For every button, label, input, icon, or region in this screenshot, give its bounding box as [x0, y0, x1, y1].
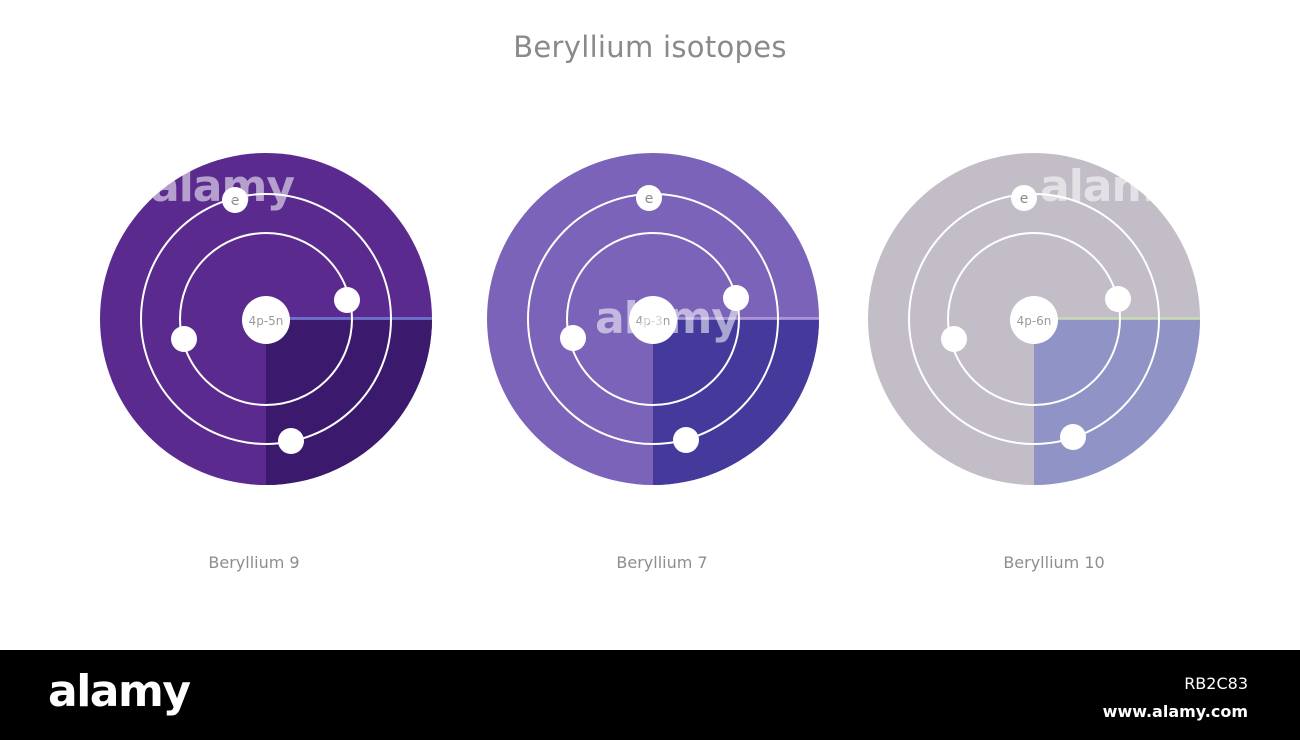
glare-line [266, 317, 432, 320]
diagram-title: Beryllium isotopes [513, 30, 787, 64]
footer-logo: alamy [48, 666, 191, 717]
electron [1105, 286, 1131, 312]
nucleus [242, 296, 290, 344]
electron [334, 287, 360, 313]
electron [673, 427, 699, 453]
atom-beryllium-9: 4p-5n e alamy [100, 153, 432, 485]
image-id: RB2C83 [1184, 674, 1248, 693]
electron-label: e [1020, 191, 1029, 207]
nucleus-label: 4p-3n [636, 314, 671, 328]
glare-line [653, 317, 819, 320]
caption-beryllium-10: Beryllium 10 [1003, 553, 1105, 572]
nucleus [1010, 296, 1058, 344]
atom-beryllium-7: 4p-3n e alamy [487, 153, 819, 485]
electron [171, 326, 197, 352]
atom-diagram: 4p-6n e [868, 153, 1200, 485]
electron [941, 326, 967, 352]
electron [278, 428, 304, 454]
electron [222, 187, 248, 213]
footer-url[interactable]: www.alamy.com [1102, 702, 1248, 721]
electron-label: e [645, 191, 654, 207]
electron [723, 285, 749, 311]
footer-bar: alamy RB2C83 www.alamy.com [0, 650, 1300, 740]
electron [1060, 424, 1086, 450]
electron [560, 325, 586, 351]
inner-shell [566, 232, 740, 406]
caption-beryllium-9: Beryllium 9 [208, 553, 300, 572]
electron [1011, 185, 1037, 211]
atom-diagram: 4p-5n e [100, 153, 432, 485]
outer-shell [140, 193, 392, 445]
atom-diagram: 4p-3n e [487, 153, 819, 485]
inner-shell [947, 232, 1121, 406]
inner-shell [179, 232, 353, 406]
caption-beryllium-7: Beryllium 7 [616, 553, 708, 572]
electron-label: e [231, 193, 240, 209]
nucleus-label: 4p-5n [249, 314, 284, 328]
glare-line [1034, 317, 1200, 320]
nucleus [629, 296, 677, 344]
electron [636, 185, 662, 211]
atom-beryllium-10: 4p-6n e alamy [868, 153, 1200, 485]
nucleus-label: 4p-6n [1017, 314, 1052, 328]
